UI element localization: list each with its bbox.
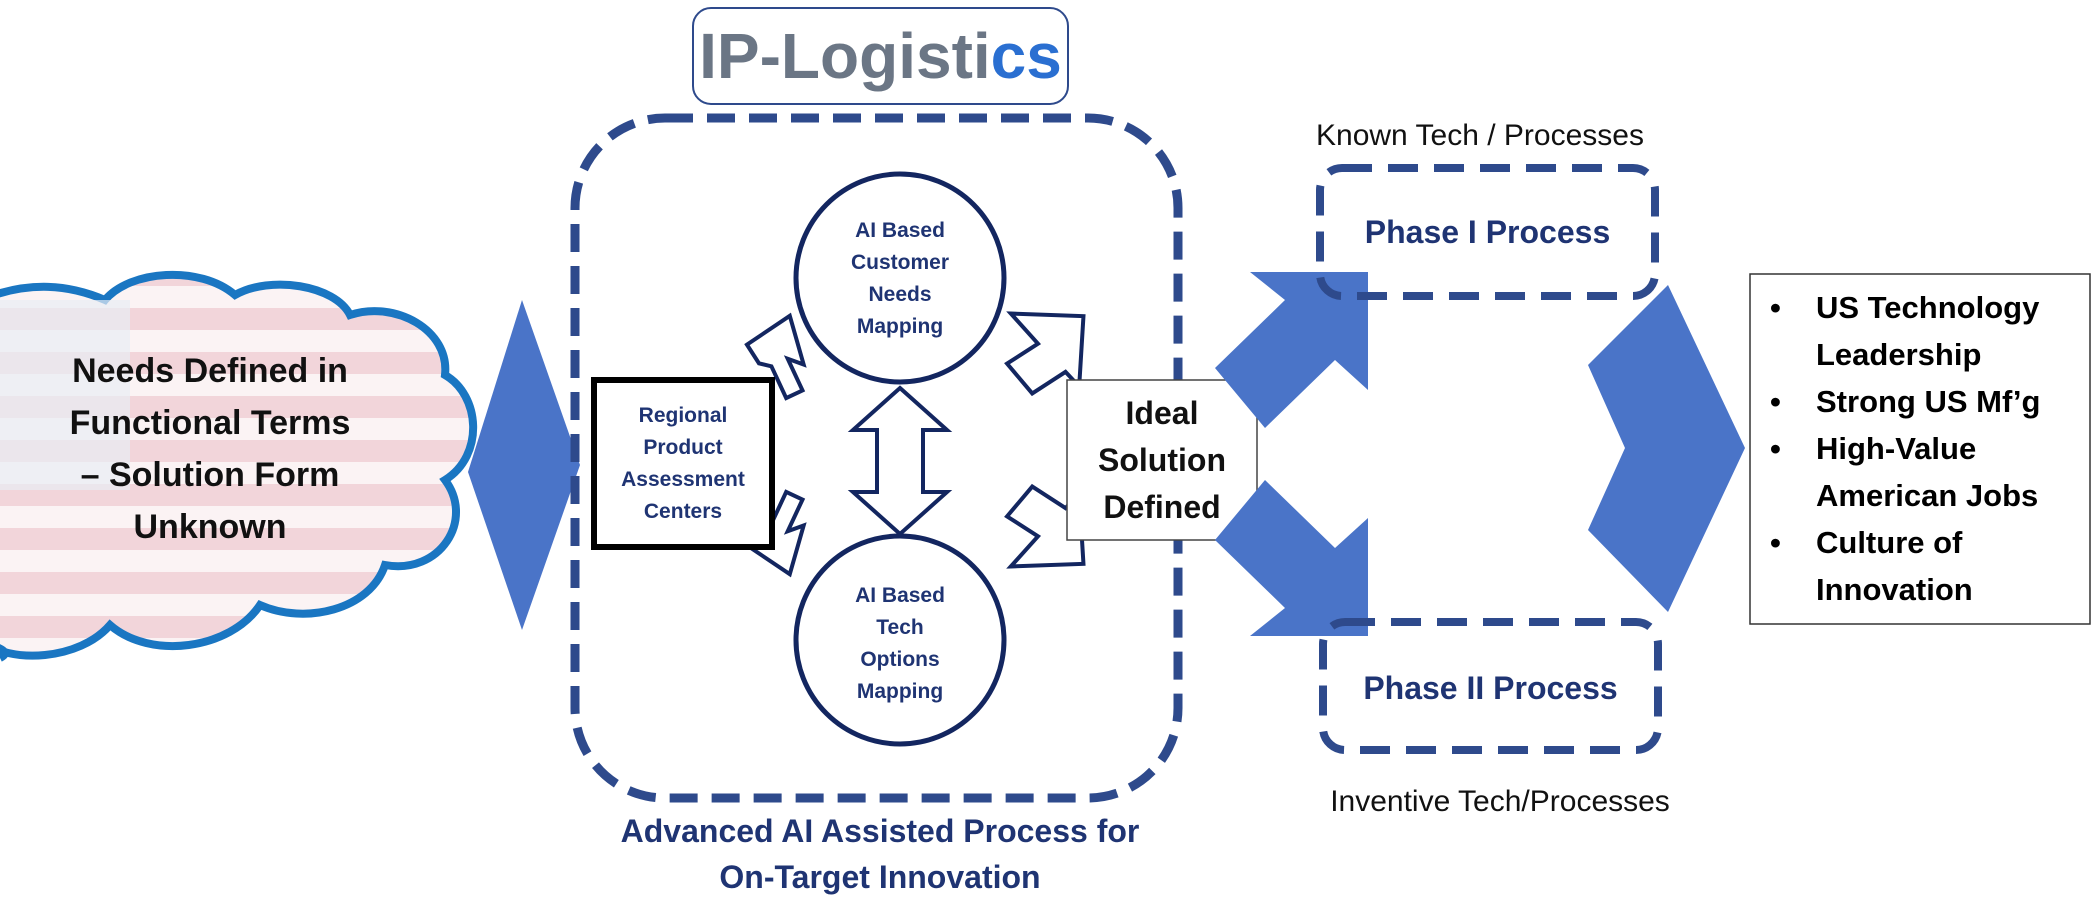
outcome-line: Strong US Mf’g <box>1816 384 2041 419</box>
logo-text-main: IP-Logisti <box>699 20 991 92</box>
phase-one-caption: Known Tech / Processes <box>1316 119 1644 152</box>
ip-logistics-logo <box>692 7 1069 105</box>
tech-options-line: Mapping <box>856 680 944 703</box>
flag-canton <box>0 300 130 490</box>
ideal-solution-text: Ideal Solution Defined <box>1067 390 1257 531</box>
bidirectional-arrow <box>847 385 953 537</box>
logo-text: IP-Logistics <box>693 20 1068 92</box>
process-caption-line: On-Target Innovation <box>719 859 1041 895</box>
phase-two-label: Phase II Process <box>1363 670 1618 706</box>
cloud-line: – Solution Form <box>80 456 340 494</box>
outcome-line: American Jobs <box>1816 478 2039 513</box>
ideal-solution-line: Defined <box>1103 489 1221 525</box>
arrow-to-phase-two <box>1215 480 1368 636</box>
small-arrows <box>744 311 1086 578</box>
phase-two-caption: Inventive Tech/Processes <box>1330 785 1670 818</box>
tech-options-line: AI Based <box>855 584 945 607</box>
outcome-line: High-Value <box>1816 431 1977 466</box>
regional-centers-box <box>591 377 775 550</box>
outcome-line: Innovation <box>1816 572 1973 607</box>
cloud-line: Needs Defined in <box>72 352 348 390</box>
logo-text-accent: cs <box>990 20 1062 92</box>
process-caption: Advanced AI Assisted Process for On-Targ… <box>560 808 1200 900</box>
outcome-line: US Technology <box>1816 290 2040 325</box>
ideal-solution-box <box>1066 379 1258 541</box>
outcome-item: • Strong US Mf’g <box>1760 378 2090 425</box>
arrow-to-outcomes <box>1588 285 1745 612</box>
cloud-line: Functional Terms <box>69 404 351 442</box>
ideal-solution-line: Ideal <box>1125 395 1199 431</box>
tech-options-text: AI Based Tech Options Mapping <box>820 580 980 708</box>
customer-needs-line: Customer <box>850 251 950 274</box>
regional-centers-text: Regional Product Assessment Centers <box>596 400 770 528</box>
bullet-icon: • <box>1770 431 1781 466</box>
bullet-icon: • <box>1770 290 1781 325</box>
phase-one-label: Phase I Process <box>1364 214 1611 250</box>
bullet-icon: • <box>1770 525 1781 560</box>
outcomes-list: • US Technology Leadership • Strong US M… <box>1760 284 2090 613</box>
tech-options-line: Tech <box>876 616 924 639</box>
cloud-text: Needs Defined in Functional Terms – Solu… <box>20 345 400 553</box>
phase-one-box <box>1316 164 1659 300</box>
customer-needs-line: AI Based <box>855 219 945 242</box>
bullet-icon: • <box>1770 384 1781 419</box>
customer-needs-line: Mapping <box>856 315 944 338</box>
regional-centers-line: Assessment <box>621 468 745 491</box>
customer-needs-text: AI Based Customer Needs Mapping <box>820 215 980 343</box>
needs-cloud <box>0 270 478 662</box>
customer-needs-circle <box>793 171 1007 385</box>
outcomes-box <box>1749 273 2091 625</box>
outcome-item: • Culture of Innovation <box>1760 519 2090 613</box>
arrow-to-phase-one <box>1215 272 1368 428</box>
regional-centers-line: Product <box>643 436 723 459</box>
outcome-line: Leadership <box>1816 337 1982 372</box>
process-caption-line: Advanced AI Assisted Process for <box>620 813 1140 849</box>
customer-needs-line: Needs <box>868 283 932 306</box>
outcome-item: • High-Value American Jobs <box>1760 425 2090 519</box>
regional-centers-line: Regional <box>638 404 728 427</box>
arrow-upper-left <box>744 312 807 401</box>
arrow-upper-right <box>1004 311 1086 397</box>
arrow-lower-right <box>1004 483 1086 569</box>
arrow-into-process <box>468 300 580 630</box>
outcome-line: Culture of <box>1816 525 1963 560</box>
outcome-item: • US Technology Leadership <box>1760 284 2090 378</box>
regional-centers-line: Centers <box>643 500 723 523</box>
tech-options-line: Options <box>860 648 940 671</box>
ideal-solution-line: Solution <box>1098 442 1226 478</box>
cloud-line: Unknown <box>133 508 287 546</box>
phase-two-box <box>1319 618 1662 754</box>
